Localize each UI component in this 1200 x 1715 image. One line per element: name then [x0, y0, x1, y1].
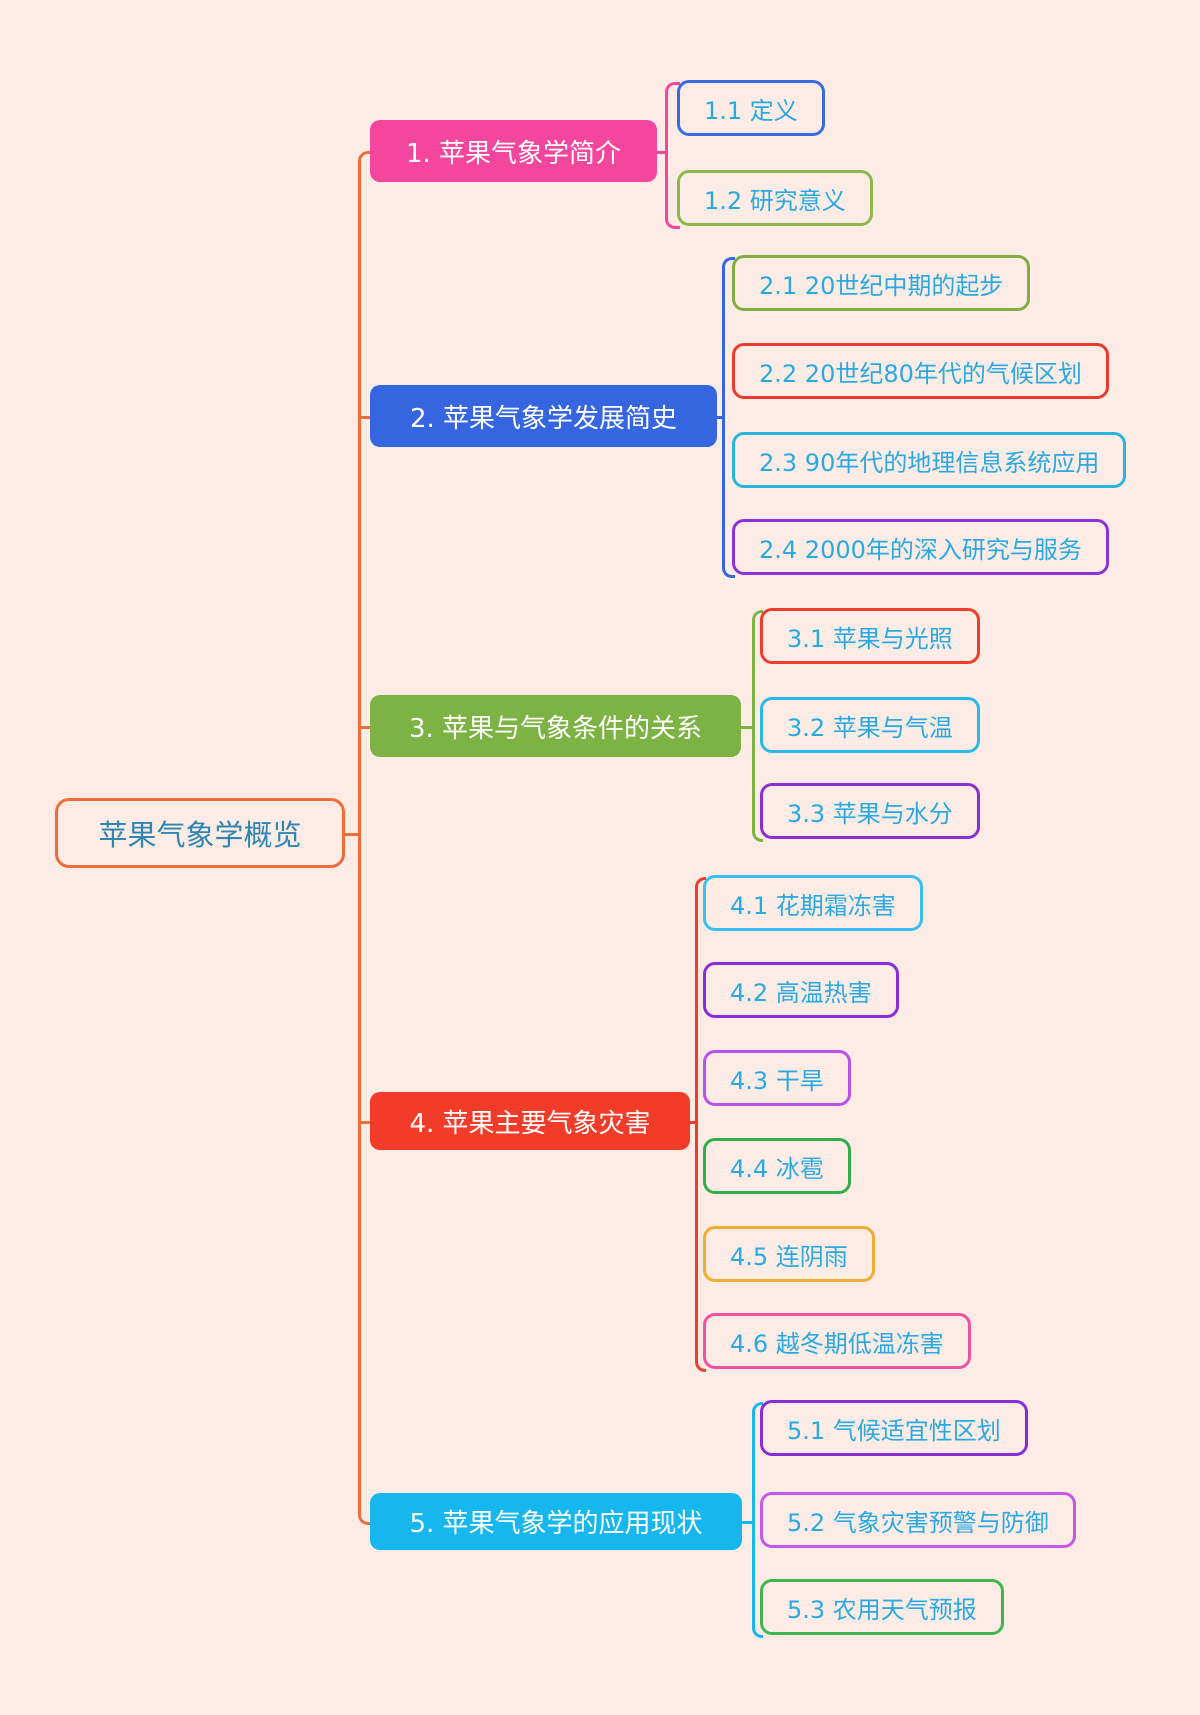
bracket-3-top-elbow [752, 610, 763, 627]
bracket-4-spine [695, 891, 698, 1355]
bracket-3-bottom-elbow [752, 825, 763, 842]
child-node-4-4[interactable]: 4.4 冰雹 [703, 1138, 851, 1194]
child-node-4-3[interactable]: 4.3 干旱 [703, 1050, 851, 1106]
branch-node-5[interactable]: 5. 苹果气象学的应用现状 [370, 1493, 742, 1550]
child-node-2-2[interactable]: 2.2 20世纪80年代的气候区划 [732, 343, 1109, 399]
trunk-stub-branch-3 [358, 726, 372, 729]
child-node-1-1[interactable]: 1.1 定义 [677, 80, 825, 136]
child-node-4-5[interactable]: 4.5 连阴雨 [703, 1226, 875, 1282]
bracket-5-spine [752, 1416, 755, 1621]
child-node-2-4[interactable]: 2.4 2000年的深入研究与服务 [732, 519, 1109, 575]
child-node-3-1[interactable]: 3.1 苹果与光照 [760, 608, 980, 664]
child-node-2-1[interactable]: 2.1 20世纪中期的起步 [732, 255, 1031, 311]
root-connector [344, 833, 358, 836]
trunk-stub-branch-4 [358, 1121, 372, 1124]
branch-1-connector [657, 151, 667, 154]
child-node-4-1[interactable]: 4.1 花期霜冻害 [703, 875, 923, 931]
bracket-4-top-elbow [695, 877, 706, 894]
branch-5-connector [742, 1521, 752, 1524]
trunk-spine [358, 165, 361, 1508]
bracket-5-top-elbow [752, 1402, 763, 1419]
bracket-2-spine [722, 271, 725, 561]
child-node-5-3[interactable]: 5.3 农用天气预报 [760, 1579, 1004, 1635]
branch-4-connector [689, 1121, 696, 1124]
child-node-5-1[interactable]: 5.1 气候适宜性区划 [760, 1400, 1028, 1456]
bracket-1-top-elbow [665, 82, 680, 99]
bracket-3-spine [752, 624, 755, 825]
branch-2-connector [715, 416, 724, 419]
bracket-1-spine [665, 96, 668, 212]
bracket-4-bottom-elbow [695, 1355, 706, 1372]
branch-node-4[interactable]: 4. 苹果主要气象灾害 [370, 1092, 690, 1150]
child-node-4-2[interactable]: 4.2 高温热害 [703, 962, 899, 1018]
child-node-2-3[interactable]: 2.3 90年代的地理信息系统应用 [732, 432, 1127, 488]
branch-3-connector [741, 726, 752, 729]
child-node-1-2[interactable]: 1.2 研究意义 [677, 170, 873, 226]
bracket-2-bottom-elbow [722, 561, 735, 578]
trunk-bottom-elbow [358, 1508, 375, 1525]
bracket-2-top-elbow [722, 257, 735, 274]
child-node-5-2[interactable]: 5.2 气象灾害预警与防御 [760, 1492, 1076, 1548]
child-node-3-2[interactable]: 3.2 苹果与气温 [760, 697, 980, 753]
child-node-4-6[interactable]: 4.6 越冬期低温冻害 [703, 1313, 971, 1369]
root-node[interactable]: 苹果气象学概览 [55, 798, 345, 868]
branch-node-2[interactable]: 2. 苹果气象学发展简史 [370, 385, 717, 447]
branch-node-3[interactable]: 3. 苹果与气象条件的关系 [370, 695, 741, 757]
bracket-5-bottom-elbow [752, 1621, 763, 1638]
branch-node-1[interactable]: 1. 苹果气象学简介 [370, 120, 657, 182]
bracket-1-bottom-elbow [665, 212, 680, 229]
child-node-3-3[interactable]: 3.3 苹果与水分 [760, 783, 980, 839]
trunk-stub-branch-2 [358, 416, 372, 419]
trunk-top-elbow [358, 151, 375, 168]
